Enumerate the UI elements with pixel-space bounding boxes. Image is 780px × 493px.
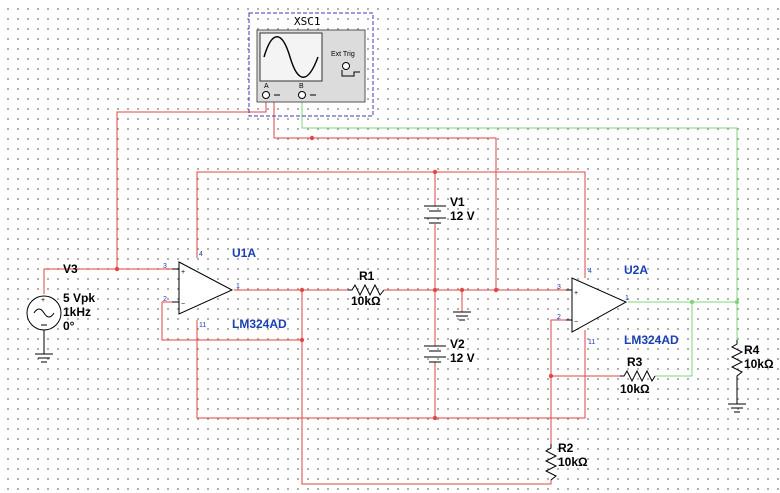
v3-amplitude-label: 5 Vpk	[63, 291, 95, 305]
u2-pin4: 4	[588, 268, 592, 275]
v1-value-label: 12 V	[450, 209, 475, 223]
opamp-triangle-icon	[571, 277, 628, 333]
opamp-u1a[interactable]: + − 3 2 4 11 1 U1A LM324AD	[163, 246, 287, 331]
ground-symbol-mid	[453, 311, 471, 321]
u1-minus: −	[181, 301, 185, 308]
scope-dashed-outline	[248, 12, 374, 117]
scope-channel-b-label: B	[299, 83, 304, 90]
resistor-icon	[620, 369, 656, 383]
u1-pin1: 1	[236, 283, 240, 290]
scope-screen	[259, 32, 323, 82]
ext-trig-ground-icon	[341, 70, 360, 77]
resistor-r3[interactable]: R3 10kΩ	[620, 355, 656, 396]
v3-phase-label: 0°	[63, 319, 75, 333]
ac-source-v3[interactable]: + V3 5 Vpk 1kHz 0°	[26, 262, 95, 363]
r2-value-label: 10kΩ	[558, 455, 588, 469]
plus-sign: +	[41, 297, 45, 304]
opamp-u2a[interactable]: + − 3 2 4 11 1 U2A LM324AD	[557, 263, 679, 347]
u2-pin2: 2	[557, 314, 561, 321]
resistor-r2[interactable]: R2 10kΩ	[544, 441, 588, 481]
v2-value-label: 12 V	[450, 351, 475, 365]
sine-symbol-icon	[33, 308, 55, 318]
battery-v1[interactable]: V1 12 V	[424, 195, 475, 224]
channel-b-terminal-icon[interactable]	[298, 91, 306, 99]
red-wires	[43, 98, 620, 485]
u2-minus: −	[574, 319, 578, 326]
scope-ref-label: XSC1	[294, 15, 321, 28]
resistor-r1[interactable]: R1 10kΩ	[348, 269, 385, 308]
u1-pin3: 3	[163, 263, 167, 270]
oscilloscope-xsc1[interactable]: XSC1 Ext Trig A B	[248, 12, 374, 117]
resistor-icon	[730, 340, 744, 404]
r3-ref-label: R3	[627, 355, 643, 369]
u1-pin4: 4	[199, 251, 203, 258]
v3-ref-label: V3	[63, 262, 78, 276]
opamp-triangle-icon	[178, 261, 234, 315]
r4-value-label: 10kΩ	[744, 357, 774, 371]
u1-plus: +	[181, 269, 185, 276]
u2-part-label: LM324AD	[624, 333, 679, 347]
v3-frequency-label: 1kHz	[63, 305, 91, 319]
scope-ext-trig-label: Ext Trig	[331, 51, 355, 58]
u1-part-label: LM324AD	[232, 317, 287, 331]
r2-ref-label: R2	[558, 441, 574, 455]
u1-pin2: 2	[163, 296, 167, 303]
v1-ref-label: V1	[450, 195, 465, 209]
junction-dot-green	[734, 299, 740, 305]
junction-dot-green	[689, 299, 695, 305]
green-wires	[301, 98, 738, 377]
resistor-icon	[544, 444, 558, 481]
junction-dots	[114, 135, 554, 421]
resistor-icon	[348, 283, 385, 297]
channel-a-terminal-icon[interactable]	[262, 91, 270, 99]
u2-ref-label: U2A	[624, 263, 648, 277]
u2-pin11: 11	[588, 339, 595, 346]
u1-ref-label: U1A	[232, 246, 256, 260]
battery-v2[interactable]: V2 12 V	[424, 337, 475, 365]
resistor-r4[interactable]: R4 10kΩ	[728, 340, 774, 413]
r3-value-label: 10kΩ	[620, 382, 650, 396]
ext-trig-terminal-icon[interactable]	[342, 62, 350, 70]
u2-pin1: 1	[625, 295, 629, 302]
sine-wave-icon	[263, 36, 319, 78]
r1-value-label: 10kΩ	[351, 294, 381, 308]
v2-ref-label: V2	[450, 337, 465, 351]
scope-channel-a-label: A	[264, 83, 269, 90]
u1-pin11: 11	[199, 322, 206, 329]
u2-plus: +	[574, 290, 578, 297]
u2-pin3: 3	[557, 284, 561, 291]
r4-ref-label: R4	[744, 343, 760, 357]
r1-ref-label: R1	[359, 269, 375, 283]
